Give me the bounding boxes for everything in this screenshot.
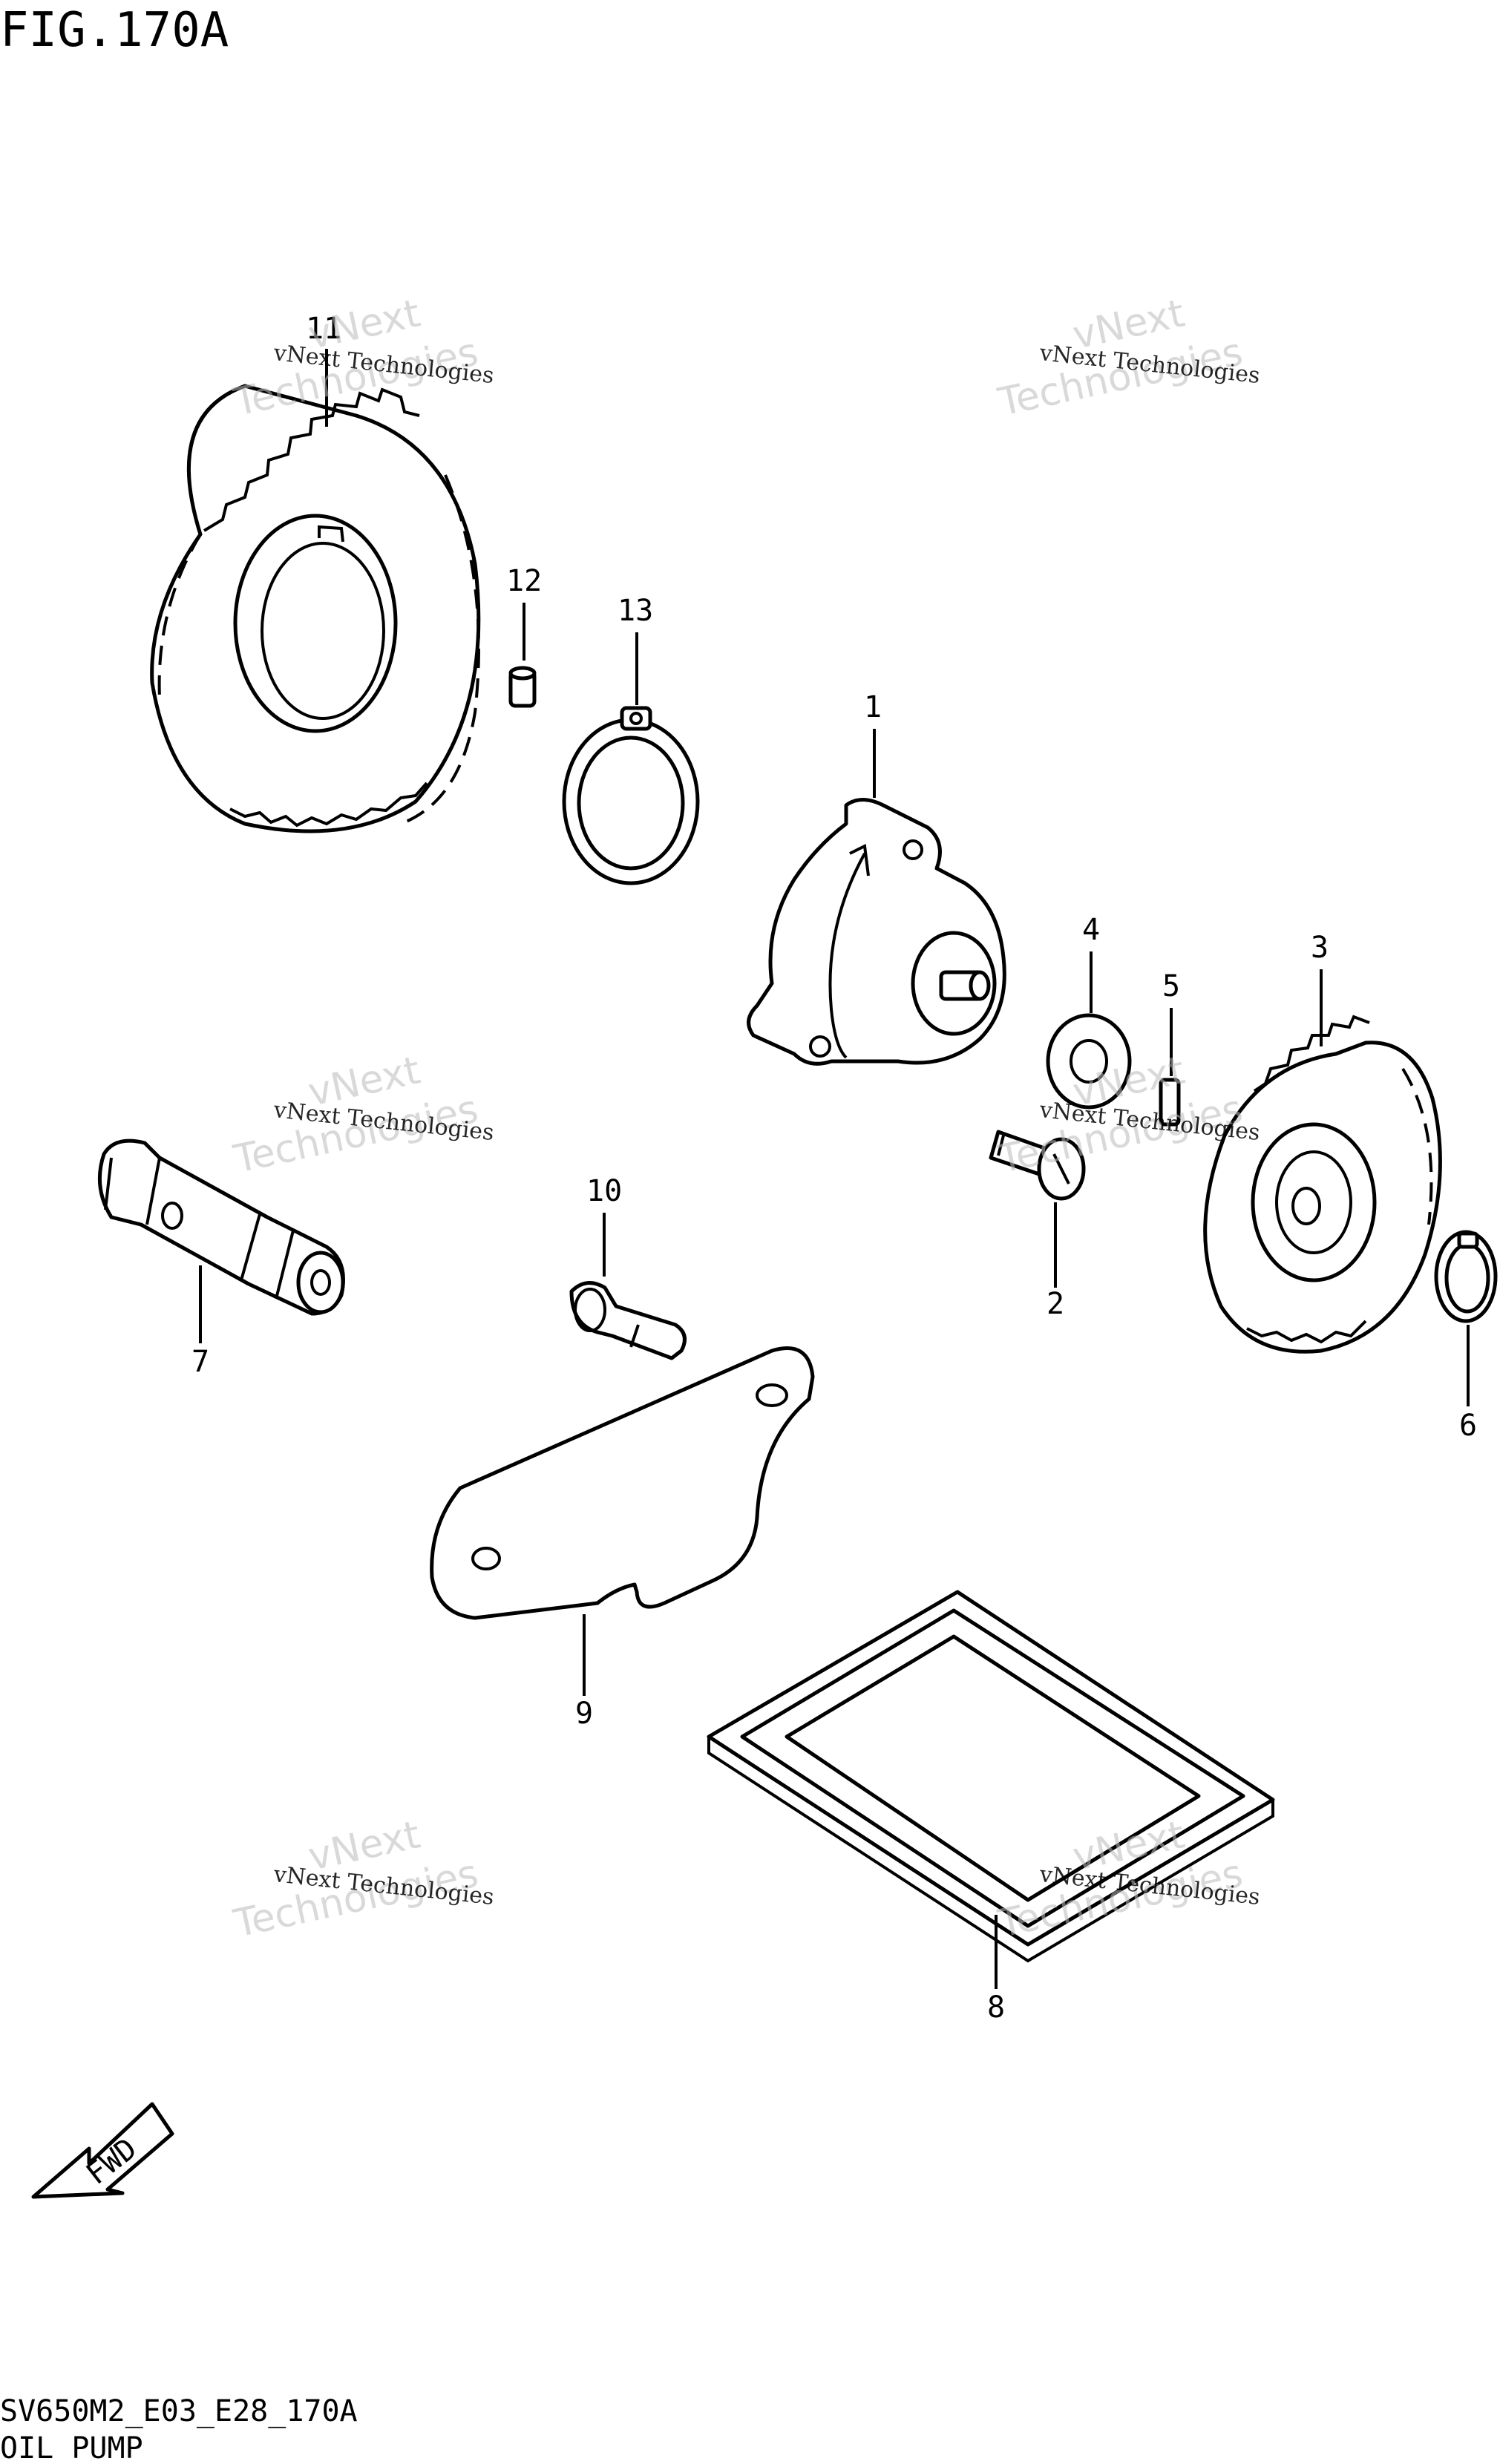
diagram-code: SV650M2_E03_E28_170A xyxy=(0,2394,358,2428)
part-11-gear[interactable] xyxy=(150,384,481,833)
part-4-washer[interactable] xyxy=(1046,1013,1132,1110)
callout-number: 11 xyxy=(306,312,341,346)
watermark-2: vNext Technologies vNext Technologies xyxy=(994,291,1261,425)
callout-4: 4 xyxy=(1082,913,1100,1013)
callout-13: 13 xyxy=(618,594,653,705)
callout-3: 3 xyxy=(1311,931,1329,1046)
callout-number: 7 xyxy=(191,1345,209,1379)
part-12-dowel-pin[interactable] xyxy=(508,666,537,708)
watermark-1: vNext Technologies vNext Technologies xyxy=(229,291,495,425)
part-7-pressure-switch[interactable] xyxy=(97,1138,345,1316)
part-1-oil-pump[interactable] xyxy=(747,798,1006,1066)
part-9-bracket[interactable] xyxy=(430,1346,815,1620)
callout-number: 10 xyxy=(586,1174,622,1208)
watermark-5: vNext Technologies vNext Technologies xyxy=(229,1812,495,1946)
callout-8: 8 xyxy=(987,1915,1005,2025)
callout-number: 9 xyxy=(575,1697,593,1731)
callout-number: 2 xyxy=(1047,1287,1064,1321)
section-name: OIL PUMP xyxy=(0,2431,143,2464)
watermark-3: vNext Technologies vNext Technologies xyxy=(229,1048,495,1182)
callout-number: 12 xyxy=(506,564,542,598)
callout-number: 13 xyxy=(618,594,653,628)
callout-10: 10 xyxy=(586,1174,622,1277)
part-6-circlip[interactable] xyxy=(1434,1230,1498,1323)
callout-12: 12 xyxy=(506,564,542,661)
callout-5: 5 xyxy=(1162,969,1180,1076)
fwd-arrow: FWD xyxy=(31,2102,174,2199)
callout-number: 3 xyxy=(1311,931,1329,965)
callout-number: 5 xyxy=(1162,969,1180,1003)
callout-1: 1 xyxy=(864,690,882,798)
part-2-screw[interactable] xyxy=(989,1130,1086,1201)
callout-number: 4 xyxy=(1082,913,1100,947)
callout-7: 7 xyxy=(191,1265,209,1379)
callout-number: 1 xyxy=(864,690,882,724)
part-8-strainer[interactable] xyxy=(707,1590,1275,1963)
callout-6: 6 xyxy=(1459,1325,1477,1443)
callout-number: 6 xyxy=(1459,1409,1477,1443)
callout-number: 8 xyxy=(987,1990,1005,2025)
callout-9: 9 xyxy=(575,1614,593,1731)
part-3-driven-gear[interactable] xyxy=(1203,1015,1442,1354)
callout-11: 11 xyxy=(306,312,341,427)
part-13-circlip[interactable] xyxy=(562,706,700,885)
part-5-pin[interactable] xyxy=(1159,1078,1181,1127)
part-10-bolt[interactable] xyxy=(569,1281,687,1360)
callout-2: 2 xyxy=(1047,1202,1064,1321)
figure-title: FIG.170A xyxy=(0,3,229,58)
